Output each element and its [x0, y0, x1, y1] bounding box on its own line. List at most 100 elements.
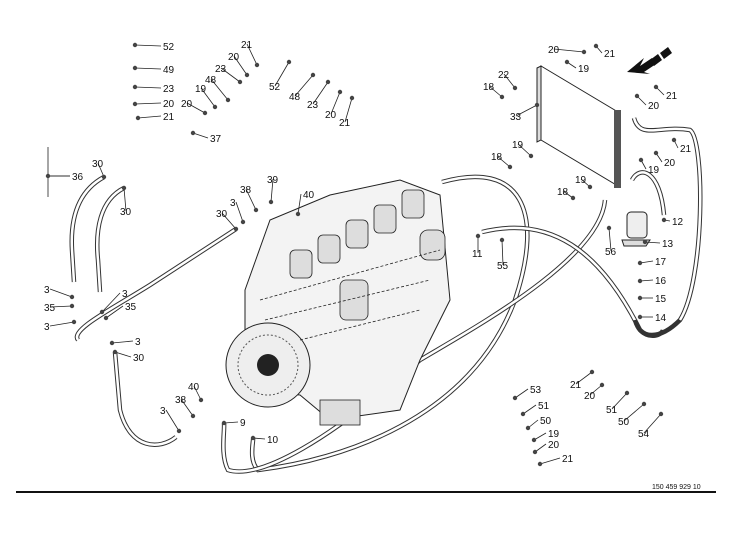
- callout-number: 51: [538, 401, 550, 412]
- leader-line: [220, 67, 241, 83]
- callout-3: 3: [44, 285, 75, 300]
- hoses: [69, 117, 703, 474]
- callout-21: 21: [570, 369, 595, 391]
- leader-line: [344, 97, 353, 123]
- callout-number: 16: [655, 276, 667, 287]
- leader-line: [245, 188, 257, 211]
- callout-21: 21: [671, 137, 692, 155]
- part-icon: [233, 226, 239, 232]
- part-icon: [337, 89, 343, 95]
- callout-21: 21: [537, 454, 574, 467]
- callout-number: 12: [672, 217, 684, 228]
- callout-number: 19: [512, 140, 524, 151]
- callout-number: 22: [498, 70, 510, 81]
- leader-line: [611, 392, 628, 410]
- callout-23: 23: [132, 84, 175, 95]
- part-icon: [176, 428, 182, 434]
- callout-number: 20: [228, 52, 240, 63]
- part-icon: [507, 164, 513, 170]
- leader-line: [330, 91, 341, 115]
- callout-number: 20: [664, 158, 676, 169]
- part-icon: [132, 84, 138, 90]
- callout-number: 20: [548, 45, 560, 56]
- part-icon: [71, 319, 77, 325]
- callout-number: 55: [497, 261, 509, 272]
- callout-17: 17: [637, 257, 667, 268]
- callout-18: 18: [557, 187, 576, 201]
- callout-30: 30: [216, 209, 239, 232]
- part-icon: [658, 411, 664, 417]
- callout-number: 20: [584, 391, 596, 402]
- part-icon: [661, 217, 667, 223]
- part-icon: [637, 314, 643, 320]
- part-icon: [190, 130, 196, 136]
- leader-line: [186, 102, 206, 114]
- part-icon: [198, 397, 204, 403]
- callout-16: 16: [637, 276, 667, 287]
- callout-23: 23: [215, 64, 243, 85]
- callout-48: 48: [205, 75, 231, 103]
- callout-number: 51: [606, 405, 618, 416]
- callout-52: 52: [269, 59, 292, 93]
- callout-50: 50: [618, 401, 647, 428]
- leader-line: [49, 288, 73, 298]
- callout-number: 19: [575, 175, 587, 186]
- part-icon: [244, 72, 250, 78]
- callout-30: 30: [92, 159, 107, 180]
- callout-number: 52: [269, 82, 281, 93]
- part-icon: [190, 413, 196, 419]
- callout-number: 3: [230, 198, 236, 209]
- engine-illustration: [225, 179, 451, 426]
- part-icon: [531, 437, 537, 443]
- callout-number: 23: [215, 64, 227, 75]
- callout-54: 54: [638, 411, 664, 440]
- callout-19: 19: [531, 429, 560, 443]
- leader-line: [589, 384, 603, 396]
- callout-51: 51: [520, 401, 550, 417]
- leader-line: [111, 340, 134, 344]
- part-icon: [671, 137, 677, 143]
- part-icon: [45, 173, 51, 179]
- leader-line: [515, 104, 538, 117]
- callout-number: 3: [160, 406, 166, 417]
- leader-line: [274, 61, 290, 87]
- condenser: [536, 65, 621, 188]
- callout-3: 3: [230, 198, 246, 225]
- part-icon: [581, 49, 587, 55]
- part-icon: [109, 340, 115, 346]
- callout-number: 21: [570, 380, 582, 391]
- leader-line: [101, 292, 121, 313]
- callout-number: 30: [120, 207, 132, 218]
- callout-20: 20: [132, 99, 175, 110]
- leader-line: [644, 241, 661, 244]
- callout-38: 38: [175, 395, 196, 419]
- callout-53: 53: [512, 385, 542, 401]
- part-icon: [250, 435, 256, 441]
- leader-line: [97, 162, 105, 178]
- callout-19: 19: [575, 175, 593, 190]
- callout-35: 35: [44, 303, 75, 314]
- callout-number: 49: [163, 65, 175, 76]
- callout-10: 10: [250, 435, 279, 446]
- document-number: 150 459 929 10: [652, 484, 701, 491]
- leader-line: [496, 155, 511, 168]
- part-icon: [528, 153, 534, 159]
- leader-line: [534, 443, 547, 453]
- callout-number: 38: [240, 185, 252, 196]
- callout-20: 20: [548, 45, 587, 56]
- part-icon: [638, 157, 644, 163]
- part-icon: [268, 199, 274, 205]
- part-icon: [286, 59, 292, 65]
- callout-51: 51: [606, 390, 630, 416]
- part-icon: [537, 461, 543, 467]
- callout-number: 50: [618, 417, 630, 428]
- callout-number: 33: [510, 112, 522, 123]
- callout-number: 9: [240, 418, 246, 429]
- leader-line: [575, 371, 593, 385]
- part-icon: [101, 174, 107, 180]
- leader-line: [123, 187, 127, 212]
- callout-3: 3: [109, 337, 141, 348]
- callout-38: 38: [240, 185, 259, 213]
- callout-20: 20: [181, 99, 208, 116]
